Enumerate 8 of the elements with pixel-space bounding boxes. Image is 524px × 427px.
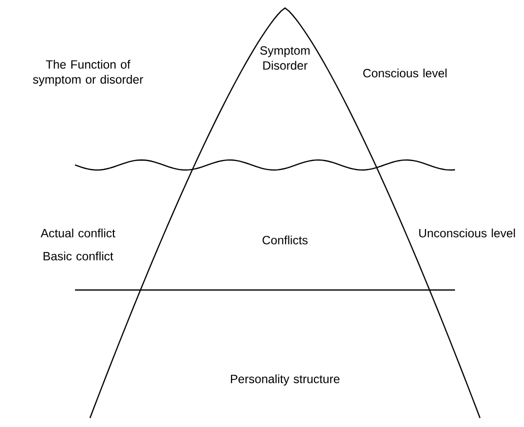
- level-label: Unconscious level: [419, 228, 515, 238]
- function-label: The Function of symptom or disorder: [33, 60, 144, 86]
- level-label: Conscious level: [363, 68, 447, 78]
- region-label: Conflicts: [262, 236, 308, 244]
- conflict-label: Basic conflict: [44, 252, 114, 260]
- region-label: Symptom Disorder: [260, 46, 310, 70]
- conflict-label: Actual conflict: [40, 228, 116, 238]
- region-label: Personality structure: [230, 374, 340, 386]
